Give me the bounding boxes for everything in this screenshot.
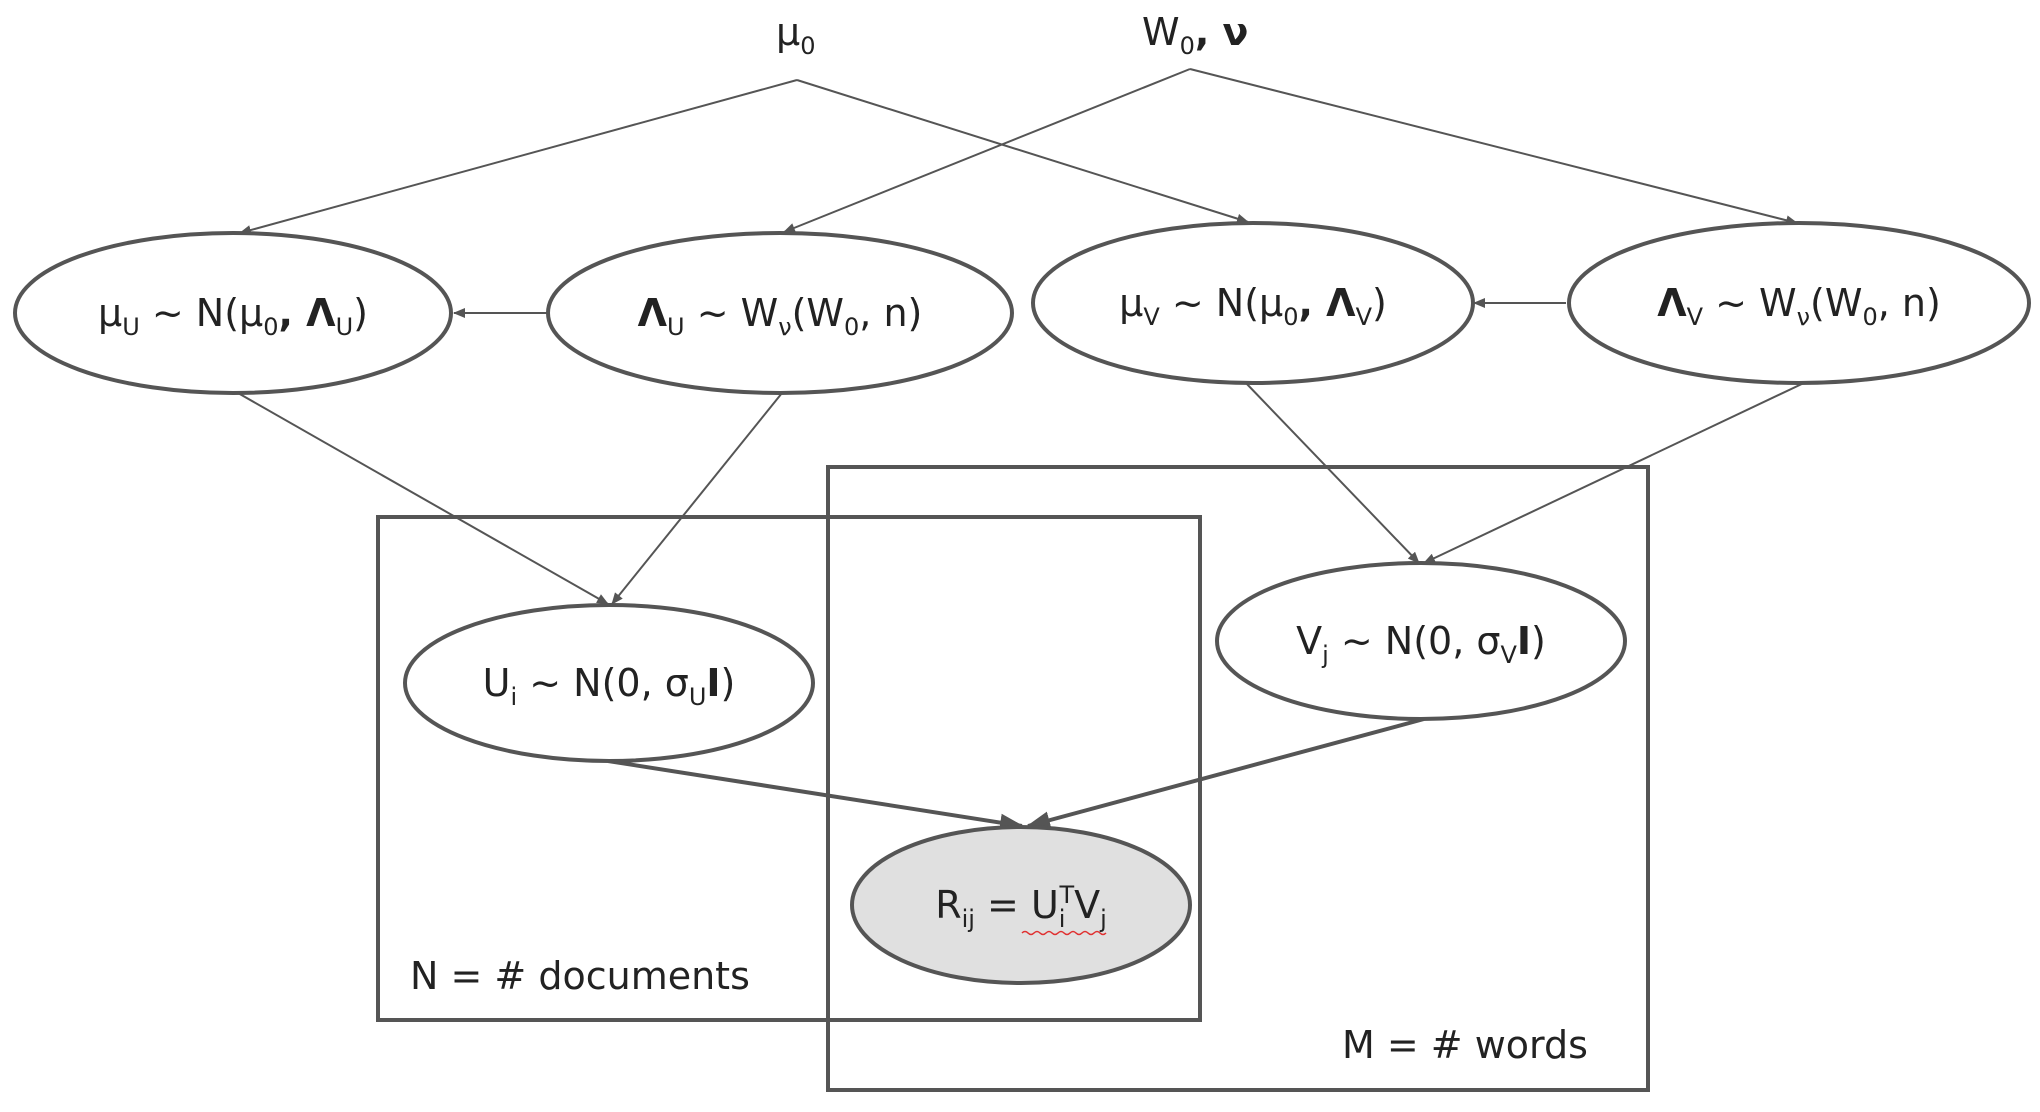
edge-w0-to-lambda-v xyxy=(1189,68,1798,226)
edge-v-j-to-r-ij xyxy=(1026,717,1425,829)
edge-lambda-u-to-u-i xyxy=(611,392,783,605)
node-lambda-u xyxy=(546,231,1014,395)
spellcheck-squiggle xyxy=(1021,930,1107,936)
edge-u-i-to-r-ij xyxy=(607,759,1024,832)
node-mu-u xyxy=(13,231,453,395)
node-lambda-v-label: ΛV ~ Wν(W0, n) xyxy=(1657,281,1941,331)
node-v-j-label: Vj ~ N(0, σVI) xyxy=(1296,619,1546,669)
edge-lambda-v-to-v-j xyxy=(1423,381,1807,564)
plate-words-label: M = # words xyxy=(1342,1023,1588,1067)
plate-words xyxy=(826,465,1650,1092)
node-r-ij-label: Rij = UiTVj xyxy=(935,881,1107,933)
node-mu-u-label: μU ~ N(μ0, ΛU) xyxy=(98,291,368,341)
node-v-j xyxy=(1215,561,1627,721)
node-u-i-label: Ui ~ N(0, σUI) xyxy=(483,661,736,711)
node-lambda-u-label: ΛU ~ Wν(W0, n) xyxy=(638,291,923,341)
node-lambda-v xyxy=(1567,221,2031,385)
node-r-ij xyxy=(850,825,1192,985)
plate-documents xyxy=(376,515,1202,1022)
node-mu-v-label: μV ~ N(μ0, ΛV) xyxy=(1119,281,1387,331)
plate-documents-label: N = # documents xyxy=(410,954,750,998)
hyperparam-w0-nu-label: W0, ν xyxy=(1142,10,1248,60)
node-mu-v xyxy=(1031,221,1475,385)
edge-mu0-to-mu-v xyxy=(796,79,1249,224)
edge-mu0-to-mu-u xyxy=(239,79,798,235)
edge-mu-u-to-u-i xyxy=(237,392,609,605)
edge-w0-to-lambda-u xyxy=(783,68,1191,233)
edge-mu-v-to-v-j xyxy=(1244,381,1420,564)
node-u-i xyxy=(403,603,815,763)
hyperparam-mu0-label: μ0 xyxy=(776,10,815,60)
